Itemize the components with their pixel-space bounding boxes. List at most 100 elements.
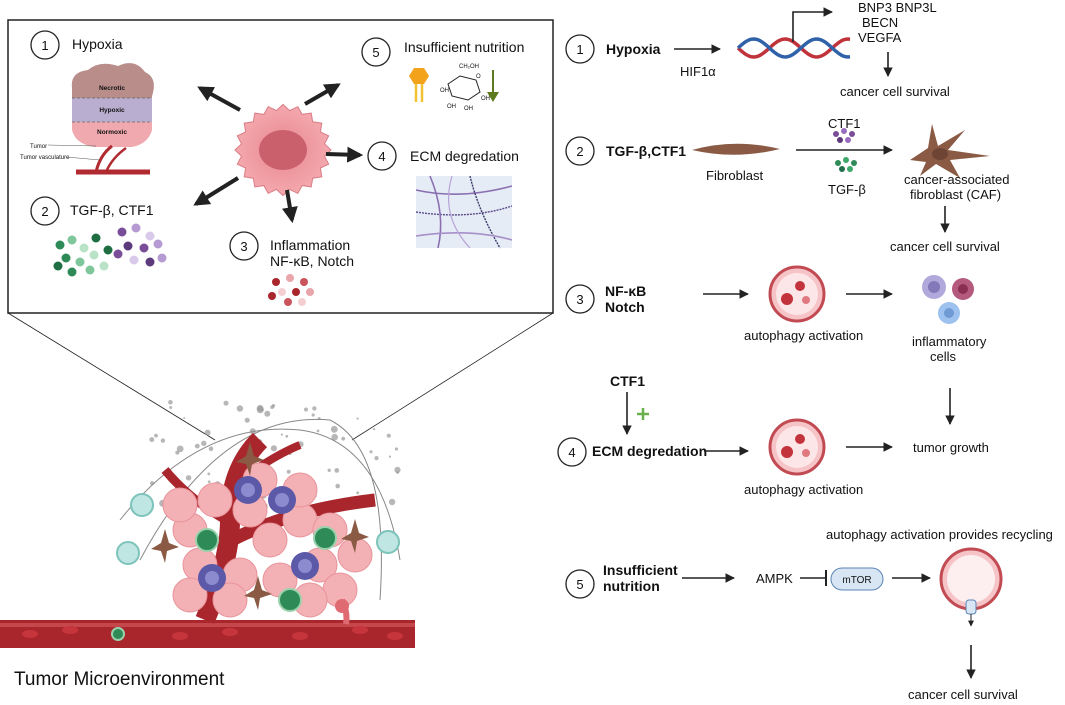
sugar-oh-3: OH: [464, 106, 473, 112]
tme-particle: [330, 425, 338, 433]
tme-tumor-cell: [197, 482, 233, 518]
tme-particle: [335, 483, 341, 489]
inflammatory-label-1: inflammatory: [912, 334, 987, 349]
tme-particle: [270, 445, 277, 452]
pathway-5-number-text: 5: [576, 577, 583, 592]
inflammation-dot: [286, 274, 294, 282]
inflammation-dot: [300, 278, 308, 286]
tme-particle: [256, 404, 264, 412]
tme-particle: [169, 406, 173, 409]
inflammatory-label-2: cells: [930, 349, 957, 364]
tme-particle: [270, 405, 274, 409]
pathway-4-ctf1: CTF1: [610, 373, 645, 389]
tme-green-cell: [313, 526, 337, 550]
tme-particle: [396, 471, 399, 474]
tme-teal-cell: [130, 493, 154, 517]
tme-particle: [373, 428, 376, 431]
ctf1-dot: [153, 239, 163, 249]
inset-number-3: [229, 231, 259, 261]
pathway-4-outcome: tumor growth: [913, 440, 989, 455]
tumor-hypoxia-graphic: Necrotic Hypoxic Normoxic Tumor Tumor va…: [20, 63, 154, 175]
tme-particle: [312, 406, 317, 411]
tme-particle: [341, 436, 346, 441]
dna-helix-icon: [736, 37, 851, 59]
tme-particle: [176, 445, 184, 453]
tme-particle: [175, 450, 180, 455]
ctf1-dot: [139, 243, 149, 253]
tme-particle: [374, 456, 379, 461]
pathway-2-number: [565, 136, 595, 166]
tgf-dot: [99, 261, 109, 271]
inset-number-2: [30, 196, 60, 226]
pathway-3-number: [565, 284, 595, 314]
tumor-microenvironment-label: Tumor Microenvironment: [14, 669, 225, 690]
ctf1-dot: [131, 223, 141, 233]
vasculature-label: Tumor vasculature: [20, 155, 70, 161]
gene-becn: BECN: [862, 15, 898, 30]
pathway-5-number: [565, 569, 595, 599]
tumor-microenvironment-illustration: Tumor Microenvironment: [0, 400, 415, 690]
tme-fibroblast: [244, 576, 272, 610]
tme-rbc: [387, 632, 403, 640]
pathway-1-number-text: 1: [576, 42, 583, 57]
inset-number-1-text: 1: [41, 38, 48, 53]
recycling-autophagosome-icon: [939, 547, 1003, 615]
inset-number-4: [367, 141, 397, 171]
tgf-dot: [75, 257, 85, 267]
tme-particle: [388, 498, 396, 506]
tme-particle: [194, 443, 200, 449]
pathway-3-number-text: 3: [576, 292, 583, 307]
inflammation-dot: [272, 278, 280, 286]
tme-tumor-cell: [212, 582, 248, 618]
ctf1-dot: [117, 227, 127, 237]
sugar-oh-2: OH: [447, 104, 456, 110]
tme-particle: [327, 468, 331, 472]
pathway-2-ctf1-label: CTF1: [828, 116, 861, 131]
tme-particle: [369, 450, 373, 454]
inset-ecm-label: ECM degredation: [410, 148, 519, 164]
tme-teal-cell: [116, 541, 140, 565]
mtor-box: [830, 567, 884, 591]
pathway-5-title-1: Insufficient: [603, 562, 678, 578]
tme-tumor-cell: [252, 522, 288, 558]
inset-nutrition-label: Insufficient nutrition: [404, 39, 524, 55]
tme-particle: [280, 433, 283, 436]
tme-particle: [388, 455, 391, 458]
inset-panel: 1 Hypoxia Necrotic Hypoxic Normoxic Tumo…: [7, 19, 554, 314]
sugar-oh-1: OH: [440, 88, 449, 94]
tme-particle: [185, 475, 192, 481]
fibroblast-icon: [692, 143, 780, 155]
caf-label-1: cancer-associated: [904, 172, 1010, 187]
tme-particle: [304, 407, 308, 412]
pathway-5-title-2: nutrition: [603, 578, 660, 594]
ctf1-dot: [157, 253, 167, 263]
tme-particle: [236, 405, 244, 412]
decrease-arrow-head: [487, 92, 499, 102]
tme-green-cell: [195, 528, 219, 552]
tme-particle: [394, 447, 398, 451]
tme-rbc: [62, 626, 78, 634]
central-cancer-cell: [234, 103, 332, 197]
tme-particle: [356, 491, 360, 495]
caf-label-2: fibroblast (CAF): [910, 187, 1001, 202]
ctf1-dot: [123, 241, 133, 251]
tgf-dot: [67, 235, 77, 245]
tme-tumor-cell: [172, 577, 208, 613]
mtor-label: mTOR: [842, 575, 871, 586]
sugar-oh-4: OH: [481, 96, 490, 102]
pathway-3-autophagy-label: autophagy activation: [744, 328, 863, 343]
ctf1-dot: [113, 249, 123, 259]
hypoxic-label: Hypoxic: [99, 107, 125, 114]
inflammation-dot: [278, 288, 286, 296]
zoom-line-right: [351, 312, 554, 441]
inset-number-5: [361, 37, 391, 67]
hif1a-label: HIF1α: [680, 64, 716, 79]
tme-particle: [331, 433, 339, 441]
pathway-4-title: ECM degredation: [592, 443, 707, 459]
inflammation-dot: [284, 298, 292, 306]
pathway-1-title: Hypoxia: [606, 41, 661, 57]
tme-particle: [207, 480, 211, 484]
ecm-fibers-graphic: [415, 175, 513, 249]
inflammation-dot: [292, 288, 300, 296]
tme-particle: [204, 429, 211, 436]
